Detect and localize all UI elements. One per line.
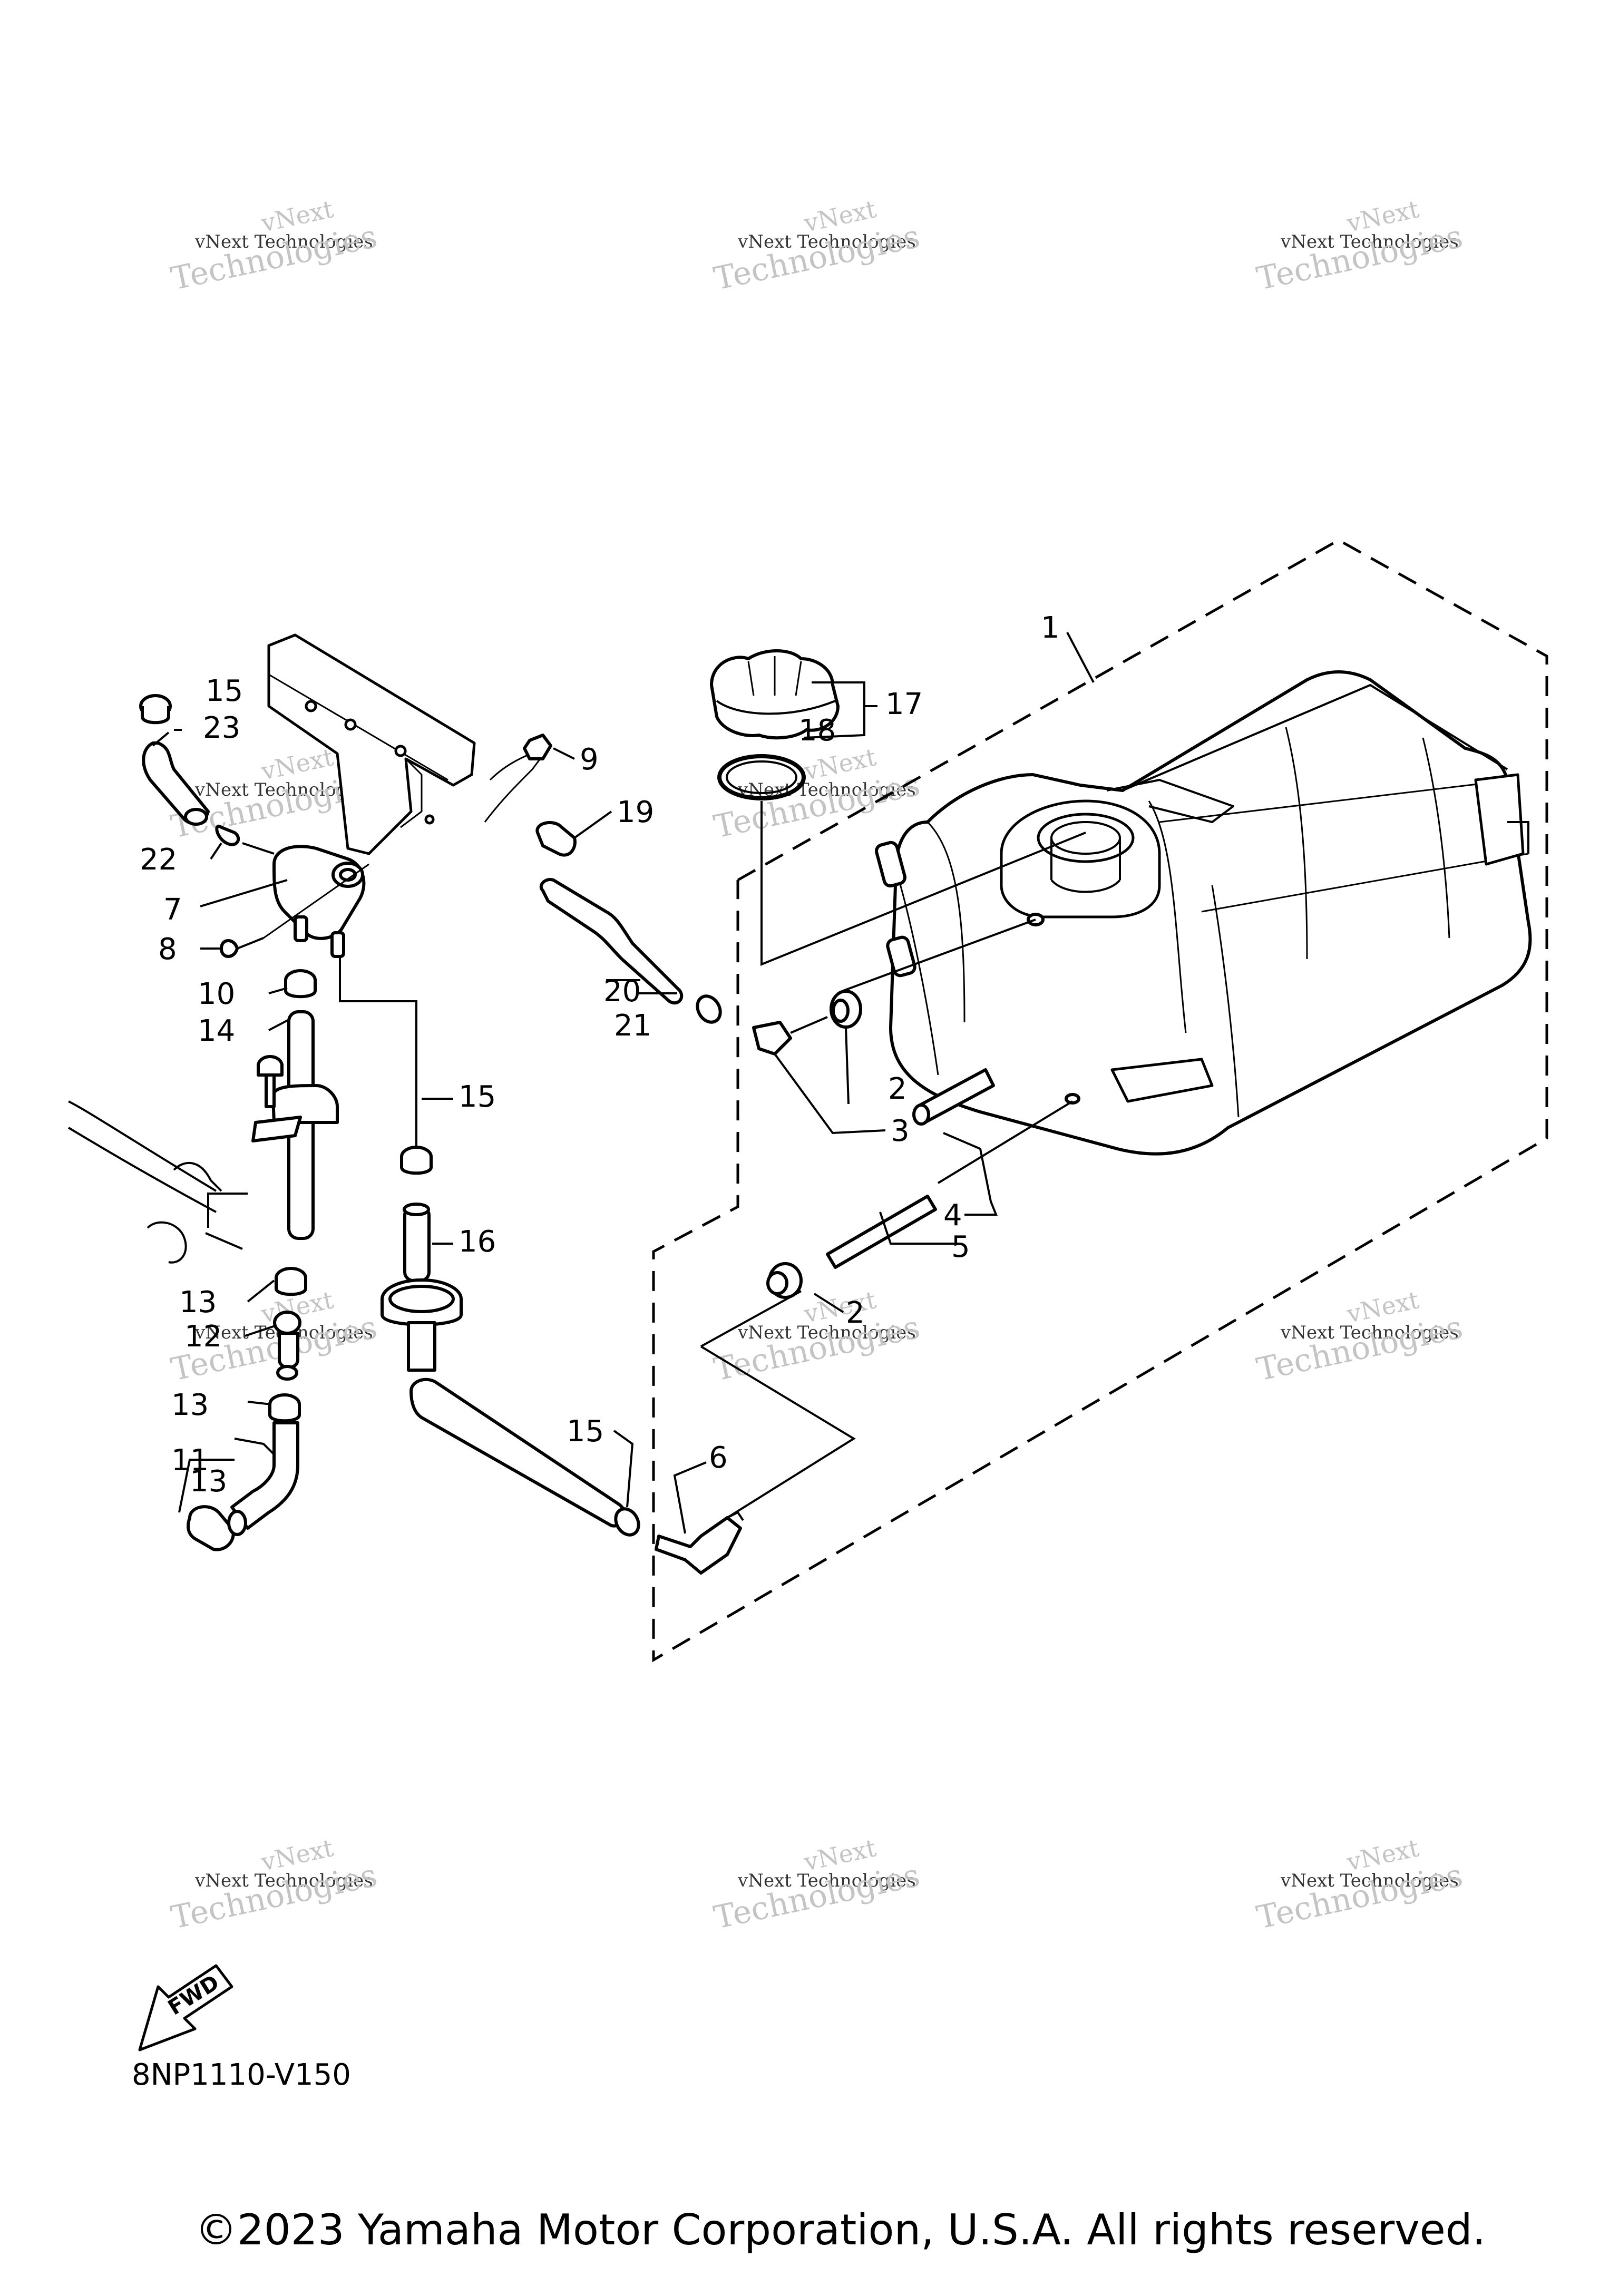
callout-20: 20 bbox=[603, 974, 641, 1009]
fuel-cap-gasket bbox=[717, 754, 806, 800]
callout-13-b: 13 bbox=[171, 1388, 209, 1422]
assembly-boundary bbox=[652, 539, 1548, 1663]
callout-19: 19 bbox=[617, 795, 654, 829]
mounting-bracket bbox=[267, 633, 549, 855]
callout-2-upper: 2 bbox=[888, 1072, 907, 1106]
callout-6: 6 bbox=[709, 1441, 728, 1475]
callout-15-lower: 15 bbox=[567, 1414, 604, 1449]
diagram-code: 8NP1110-V150 bbox=[132, 2058, 351, 2092]
watermark: vNext Technologies vNext Technologies bbox=[1254, 1833, 1466, 1937]
callout-10: 10 bbox=[198, 977, 235, 1011]
callouts: 1 2 2 3 4 5 6 7 8 9 10 11 12 13 13 13 14… bbox=[140, 611, 1060, 1499]
svg-text:vNext Technologies: vNext Technologies bbox=[194, 231, 373, 252]
watermark: vNext Technologies vNext Technologies bbox=[1254, 194, 1466, 298]
callout-8: 8 bbox=[158, 932, 177, 966]
callout-15-middle: 15 bbox=[459, 1080, 496, 1114]
watermark: vNext Technologies vNext Technologies bbox=[711, 1833, 923, 1937]
watermark: vNext Technologies vNext Technologies bbox=[168, 1833, 381, 1937]
cap-leader bbox=[760, 801, 1086, 966]
fwd-arrow-icon: FWD bbox=[138, 1964, 233, 2051]
callout-1: 1 bbox=[1041, 611, 1060, 645]
callout-3: 3 bbox=[891, 1114, 910, 1148]
fuel-cap-gasket-inner bbox=[726, 760, 797, 794]
svg-text:vNext Technologies: vNext Technologies bbox=[737, 1870, 916, 1891]
watermark: vNext Technologies vNext Technologies bbox=[711, 194, 923, 298]
watermark: vNext Technologies vNext Technologies bbox=[711, 1285, 923, 1389]
watermark: vNext Technologies vNext Technologies bbox=[1254, 1285, 1466, 1389]
leader-lines bbox=[152, 632, 1095, 1534]
callout-21: 21 bbox=[614, 1009, 651, 1043]
callout-4: 4 bbox=[943, 1198, 962, 1233]
svg-text:vNext Technologies: vNext Technologies bbox=[737, 1322, 916, 1343]
svg-text:vNext Technologies: vNext Technologies bbox=[1280, 1870, 1459, 1891]
callout-17: 17 bbox=[885, 687, 923, 721]
callout-18: 18 bbox=[798, 714, 836, 748]
copyright-notice: ©2023 Yamaha Motor Corporation, U.S.A. A… bbox=[195, 2205, 1486, 2254]
frame-rail bbox=[67, 1100, 248, 1264]
fuel-lines bbox=[139, 694, 995, 1575]
callout-7: 7 bbox=[163, 893, 182, 927]
callout-11: 11 bbox=[171, 1443, 209, 1478]
svg-text:vNext Technologies: vNext Technologies bbox=[1280, 231, 1459, 252]
callout-22: 22 bbox=[140, 843, 177, 877]
callout-15-top: 15 bbox=[206, 674, 243, 708]
svg-text:vNext Technologies: vNext Technologies bbox=[194, 1870, 373, 1891]
callout-5: 5 bbox=[951, 1230, 970, 1264]
fuel-tank bbox=[875, 670, 1532, 1156]
svg-text:vNext Technologies: vNext Technologies bbox=[737, 231, 916, 252]
fuel-cap bbox=[710, 649, 840, 740]
callout-13-c: 13 bbox=[190, 1464, 227, 1499]
callout-14: 14 bbox=[198, 1014, 235, 1048]
callout-9: 9 bbox=[580, 742, 599, 777]
svg-text:vNext Technologies: vNext Technologies bbox=[1280, 1322, 1459, 1343]
callout-12: 12 bbox=[184, 1320, 222, 1354]
callout-13-a: 13 bbox=[179, 1285, 217, 1320]
callout-2-lower: 2 bbox=[846, 1296, 865, 1330]
watermark: vNext Technologies vNext Technologies bbox=[168, 194, 381, 298]
callout-23: 23 bbox=[203, 711, 240, 745]
callout-16: 16 bbox=[459, 1225, 496, 1259]
